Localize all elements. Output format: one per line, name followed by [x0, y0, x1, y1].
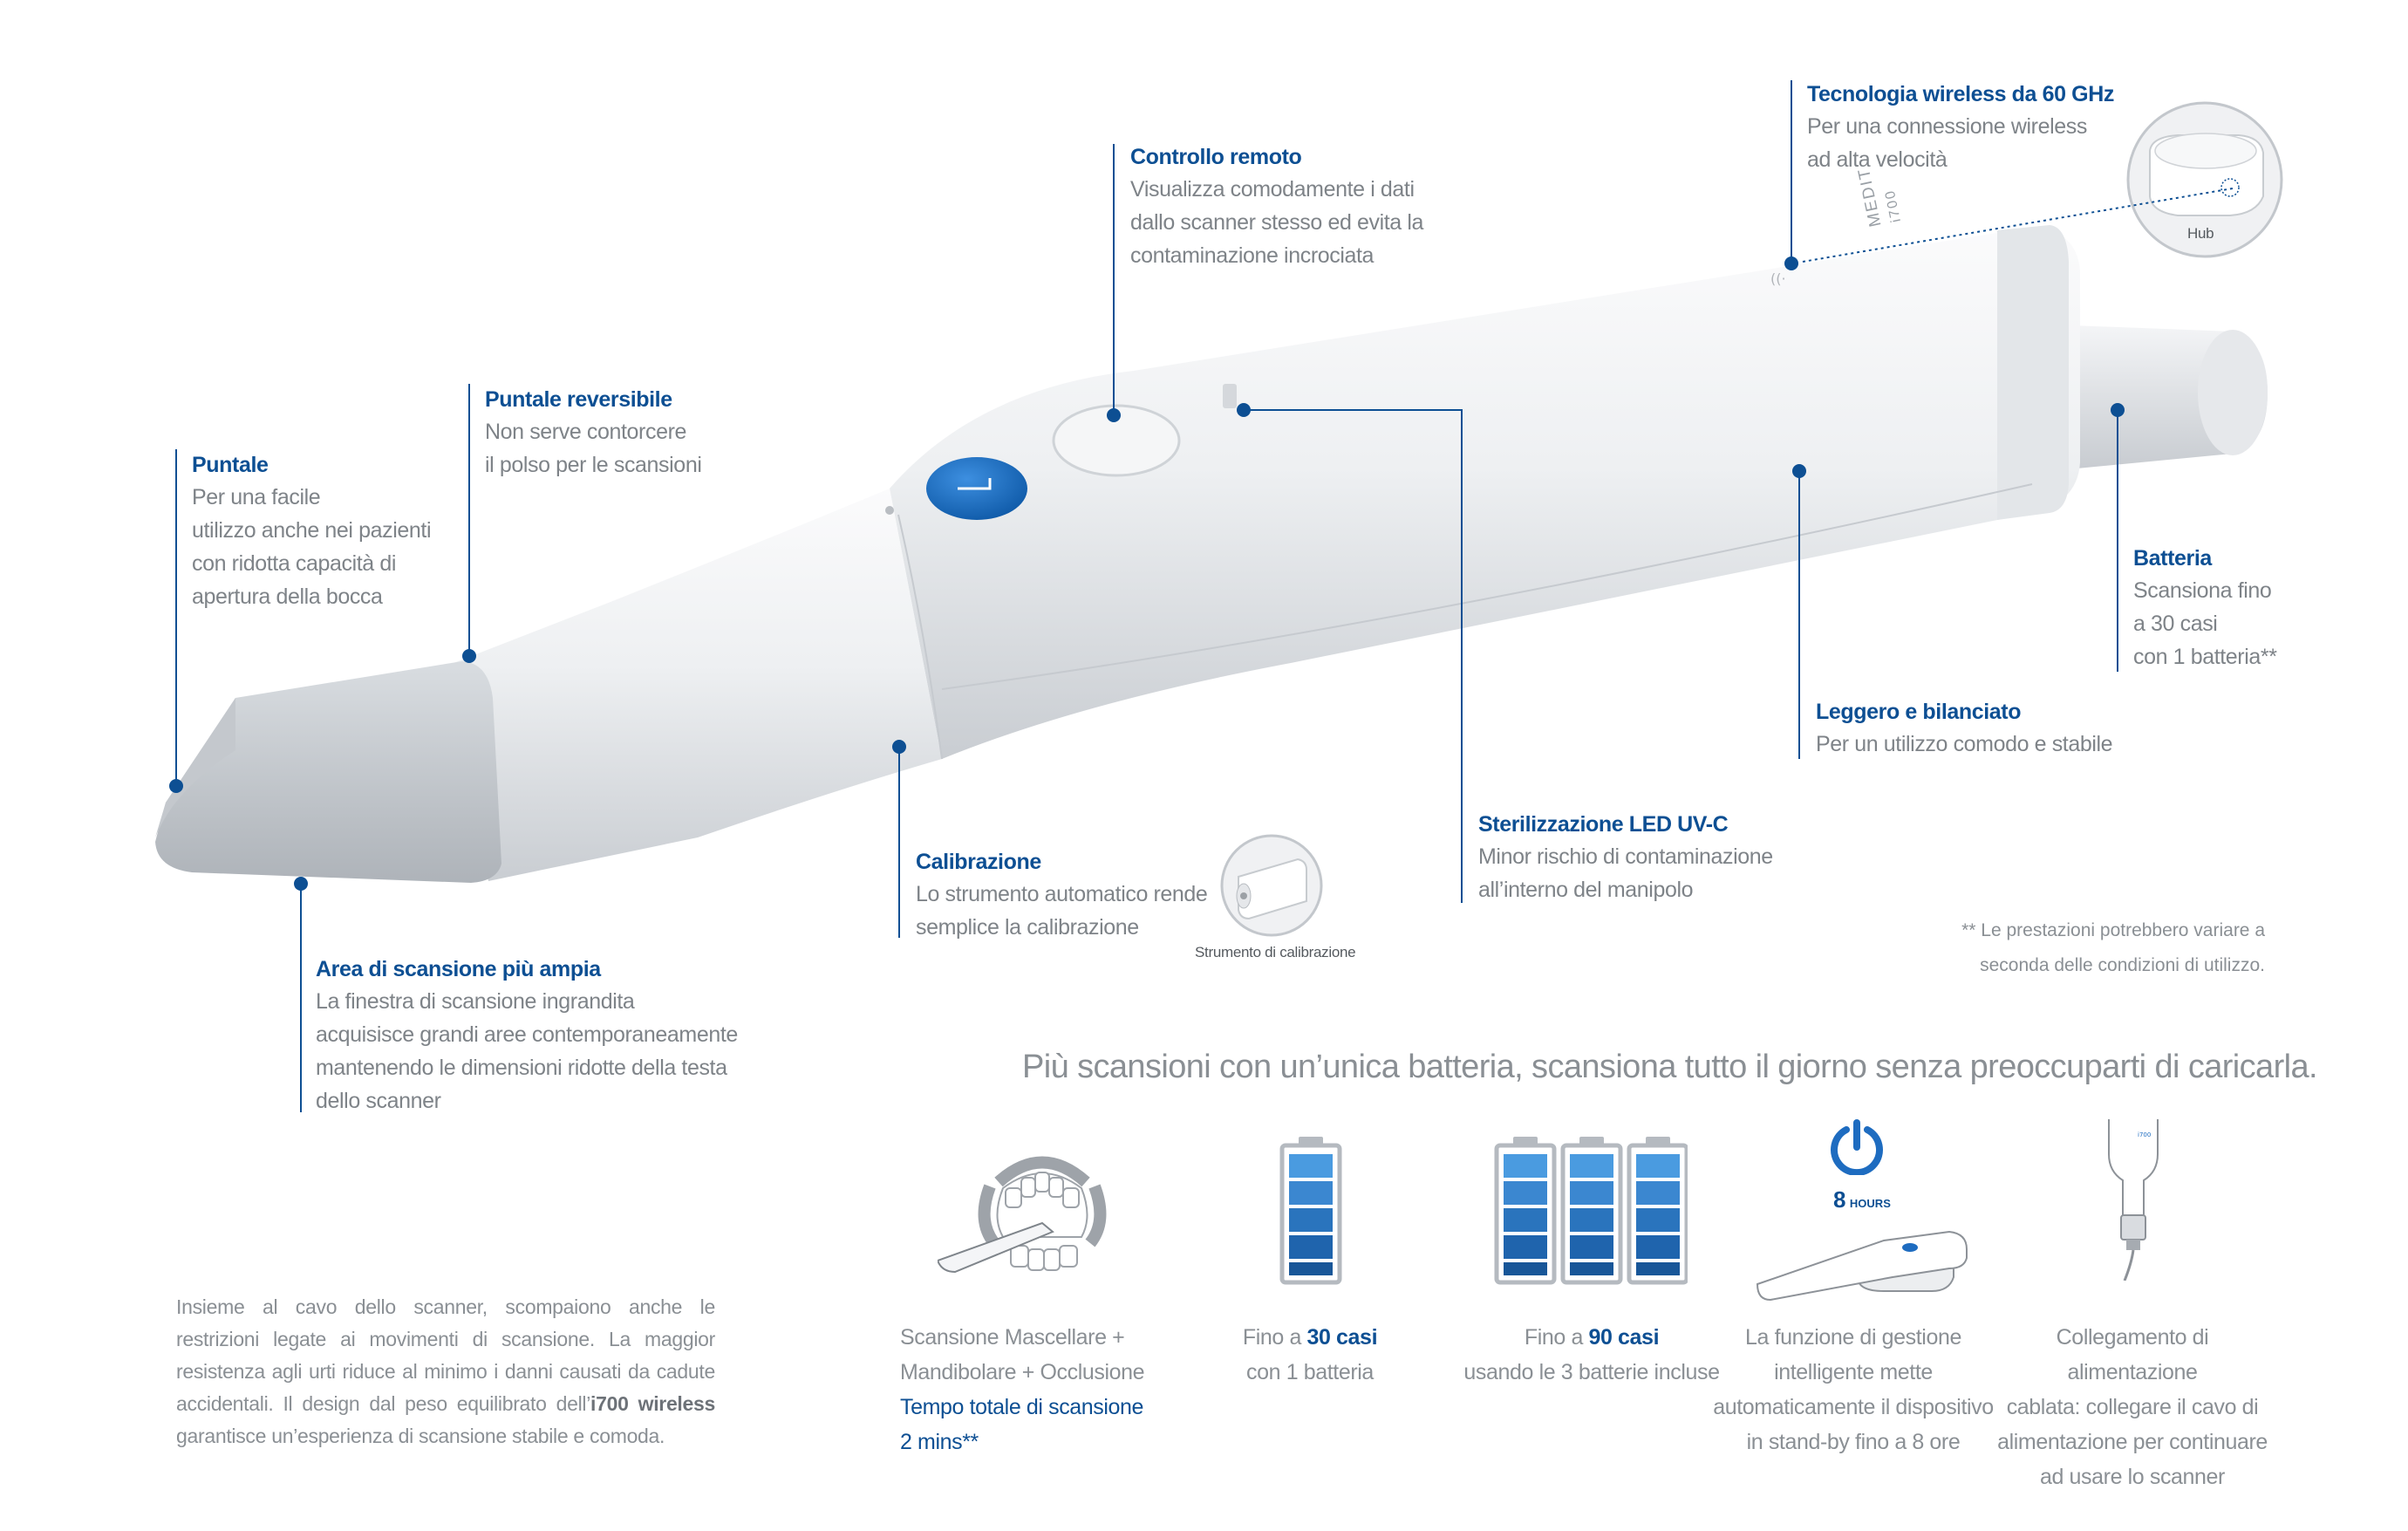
controllo-remoto-marker: [1107, 408, 1121, 422]
callout-calibrazione: Calibrazione Lo strumento automatico ren…: [916, 850, 1208, 940]
feature-wired-power: Collegamento di alimentazione cablata: c…: [1997, 1325, 2268, 1489]
calibration-tool-label: Strumento di calibrazione: [1195, 944, 1356, 960]
hub-image: [2126, 101, 2283, 258]
battery-icon-triple: [1494, 1137, 1688, 1285]
svg-text:((·: ((·: [1770, 270, 1786, 287]
batteria-marker: [2111, 403, 2125, 417]
callout-puntale-reversibile: Puntale reversibile Non serve contorcere…: [485, 387, 702, 477]
controllo-remoto-leader-line: [1113, 144, 1115, 414]
battery-icon-single: [1279, 1137, 1342, 1285]
calibrazione-marker: [892, 740, 906, 754]
puntale-leader-line: [175, 449, 177, 792]
scanner-illustration: ((·: [155, 225, 2268, 883]
feature-three-batteries: Fino a 90 casi usando le 3 batterie incl…: [1463, 1325, 1720, 1384]
sterilizzazione-marker: [1237, 403, 1251, 417]
hub-connection-line: [1802, 188, 2234, 263]
footnote: ** Le prestazioni potrebbero variare a s…: [1961, 920, 2265, 975]
callout-wireless: Tecnologia wireless da 60 GHz Per una co…: [1807, 82, 2114, 172]
sterilizzazione-leader-horizontal: [1247, 409, 1462, 411]
leggero-marker: [1792, 464, 1806, 478]
feature-scan-time: Scansione Mascellare + Mandibolare + Occ…: [900, 1325, 1145, 1454]
feature-single-battery: Fino a 30 casi con 1 batteria: [1242, 1325, 1378, 1384]
hub-label: Hub: [2187, 225, 2214, 242]
scanner-tip: [155, 661, 501, 883]
callout-title: Puntale: [192, 453, 269, 477]
calibrazione-leader-line: [898, 746, 900, 938]
batteria-leader-line: [2117, 410, 2118, 672]
scanner-neck: [454, 489, 942, 881]
sterilizzazione-leader-line: [1461, 409, 1463, 903]
product-name: i700 wireless: [590, 1392, 715, 1415]
wired-connection-icon: i700: [2108, 1119, 2159, 1281]
scanner-body: [890, 228, 2080, 759]
power-icon: [1831, 1119, 1883, 1175]
uvc-led-window: [1223, 384, 1237, 408]
puntale-reversibile-marker: [462, 649, 476, 663]
scanner-cradle-icon: [1756, 1230, 1968, 1302]
rear-collar: [1997, 225, 2069, 520]
rear-cylinder-end: [2198, 330, 2268, 455]
calibration-tool-image: [1220, 834, 1323, 937]
puntale-marker: [169, 779, 183, 793]
leggero-leader-line: [1798, 471, 1800, 759]
dental-arches-icon: [938, 1156, 1107, 1274]
wireless-leader-line: [1791, 80, 1792, 263]
callout-area-scansione: Area di scansione più ampia La finestra …: [316, 957, 738, 1113]
battery-headline: Più scansioni con un’unica batteria, sca…: [1022, 1049, 2318, 1085]
callout-controllo-remoto: Controllo remoto Visualizza comodamente …: [1130, 145, 1424, 268]
puntale-reversibile-leader-line: [468, 384, 470, 661]
wireless-description-paragraph: Insieme al cavo dello scanner, scompaion…: [176, 1295, 715, 1447]
feature-standby: La funzione di gestione intelligente met…: [1713, 1325, 1994, 1454]
callout-leggero: Leggero e bilanciato Per un utilizzo com…: [1816, 700, 2113, 756]
svg-text:i700: i700: [2138, 1131, 2151, 1138]
callout-puntale: Puntale Per una facile utilizzo anche ne…: [192, 449, 432, 613]
wireless-marker: [1784, 256, 1798, 270]
standby-hours: 8 HOURS: [1833, 1186, 1891, 1213]
callout-sterilizzazione: Sterilizzazione LED UV-C Minor rischio d…: [1478, 812, 1773, 902]
area-marker: [294, 877, 308, 891]
remote-control-button: [1052, 404, 1181, 477]
callout-batteria: Batteria Scansiona fino a 30 casi con 1 …: [2133, 546, 2277, 669]
area-leader-line: [300, 883, 302, 1112]
